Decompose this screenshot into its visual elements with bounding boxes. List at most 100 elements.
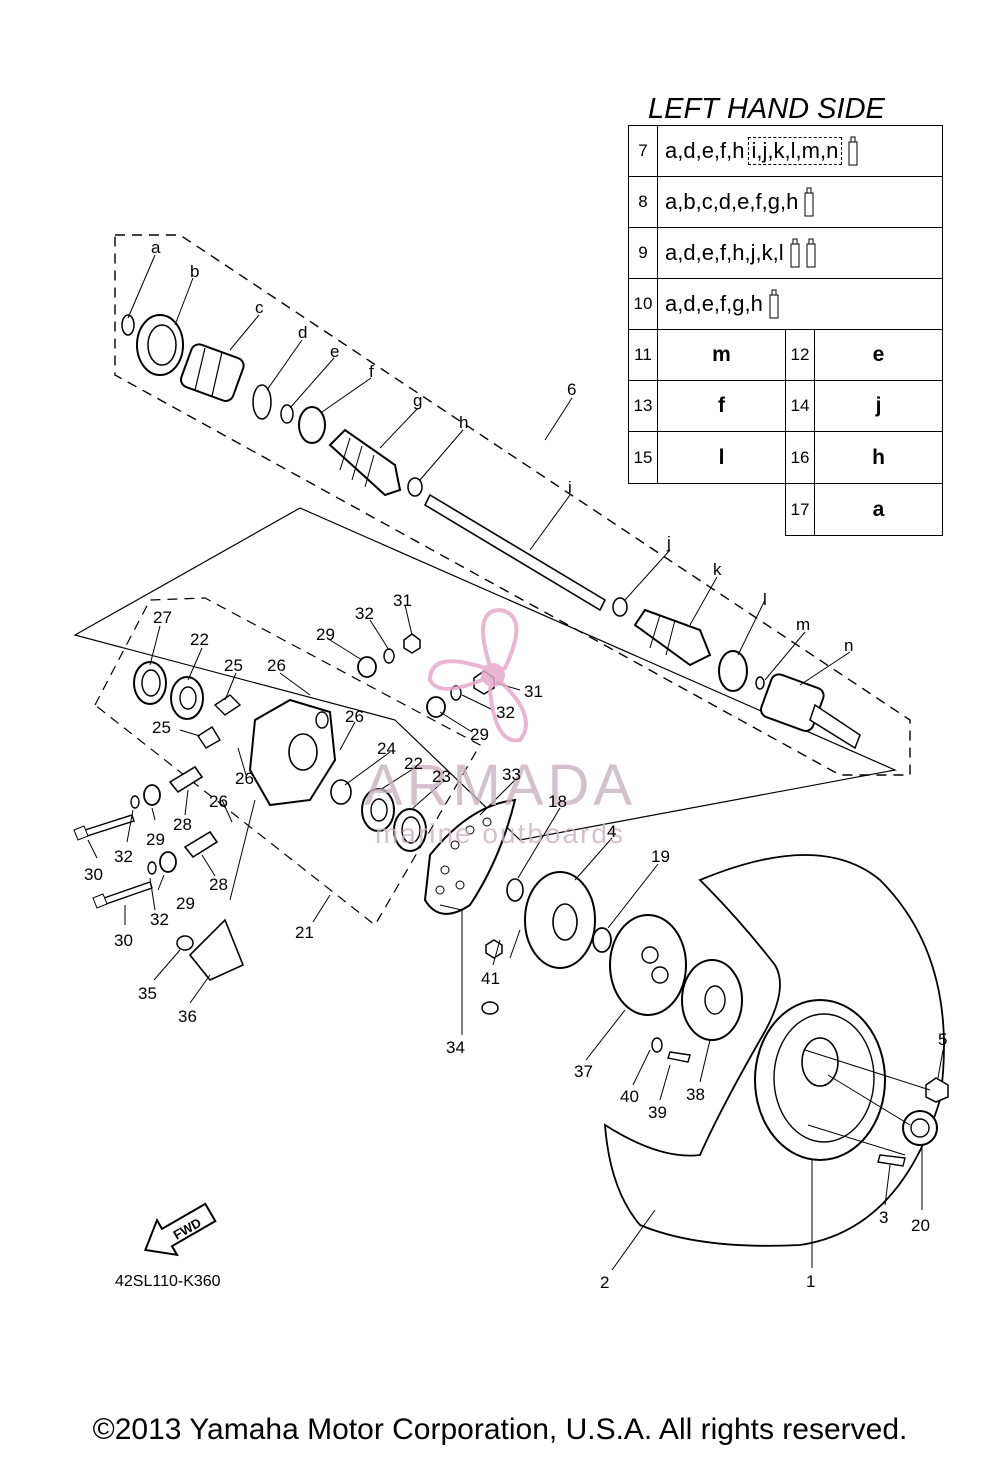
circlip-d [252,384,272,420]
washer-32c [130,795,140,809]
callout-23: 23 [432,767,451,786]
callout-6: 6 [567,380,576,399]
bolt-35 [176,935,194,951]
callout-18: 18 [548,792,567,811]
callout-29b: 29 [470,725,489,744]
grease-tube-icon [848,136,858,166]
grease-nipple-25b [197,726,221,749]
callout-38: 38 [686,1085,705,1104]
o-ring-18 [506,878,524,902]
bolt-34 [481,1001,499,1015]
oil-seal-27 [133,661,167,705]
callout-22b: 22 [404,754,423,773]
grease-nipple-25a [213,694,242,716]
letter-l: l [763,590,767,609]
callout-28a: 28 [173,815,192,834]
watermark-tagline: marine outboards [375,818,625,849]
callout-36: 36 [178,1007,197,1026]
callout-35: 35 [138,984,157,1003]
pair-value: j [875,394,882,417]
kit-row-9: 9 a,d,e,f,h,j,k,l [628,227,943,279]
pair-value: f [718,394,725,417]
pair-cell-15: 15 l [628,431,786,484]
callout-37: 37 [574,1062,593,1081]
pair-value: l [718,445,725,469]
letter-e: e [330,342,339,361]
pair-value: h [872,445,885,469]
washer-32a [383,648,395,664]
callout-30b: 30 [114,931,133,950]
callout-2: 2 [600,1273,609,1292]
pair-number: 11 [629,330,658,380]
oil-seal-23 [393,808,427,852]
letter-h: h [459,413,468,432]
collar-24 [330,779,352,805]
watermark-logo [427,607,528,743]
kit-row-number: 10 [629,279,658,329]
kit-row-parts: a,d,e,f,g,h [665,291,763,316]
bushing-29c [143,784,161,806]
callout-25a: 25 [224,656,243,675]
nut-31a [403,633,421,654]
callout-24: 24 [377,739,396,758]
kit-row-8: 8 a,b,c,d,e,f,g,h [628,176,943,228]
pair-cell-13: 13 f [628,380,786,432]
pair-cell-11: 11 m [628,329,786,381]
hub-flange-37 [609,914,687,1016]
collar-28a [168,765,204,794]
grease-tube-icon [769,289,779,319]
letter-b: b [190,262,199,281]
bolt-39 [667,1051,691,1063]
fwd-arrow-icon: FWD [143,1202,217,1257]
pair-number: 16 [786,432,815,483]
letter-m: m [796,615,810,634]
drive-shaft-assembly-outline [114,234,911,776]
nut-19 [592,927,612,953]
callout-32a: 32 [355,604,374,623]
wheel-cap-20 [902,1110,938,1146]
valve-3 [877,1154,906,1167]
pair-value: a [872,497,885,521]
part-callouts: 1 2 3 4 5 6 18 19 20 21 22 22 23 24 25 2… [84,380,947,1292]
washer-40 [651,1037,663,1053]
copyright-notice: ©2013 Yamaha Motor Corporation, U.S.A. A… [92,1413,908,1446]
bushing-29d [159,851,177,873]
callout-26a: 26 [267,656,286,675]
band-j [612,597,628,617]
callout-32d: 32 [150,910,169,929]
nut-41 [485,939,503,959]
callout-1: 1 [806,1272,815,1291]
callout-29c: 29 [146,830,165,849]
bearing-22b [361,788,395,832]
letter-j: j [666,533,671,552]
boot-g [328,428,402,497]
diagram-code: 42SL110-K360 [115,1273,221,1290]
callout-26d: 26 [209,792,228,811]
pair-number: 12 [786,330,815,380]
callout-26b: 26 [345,707,364,726]
circlip-a [121,314,135,336]
shaft-i [423,493,607,612]
pair-cell-16: 16 h [785,431,943,484]
bracket-36 [188,918,245,981]
kit-row-number: 7 [629,126,658,176]
letter-k: k [713,560,722,579]
pair-value: e [872,343,885,366]
callout-19: 19 [651,847,670,866]
kit-row-10: 10 a,d,e,f,g,h [628,278,943,330]
kit-row-parts: a,d,e,f,h [665,138,745,163]
circlip-m [755,676,765,690]
cv-joint-n [760,673,861,750]
callout-21: 21 [295,923,314,942]
grease-tube-icon [806,238,816,268]
kit-row-number: 8 [629,177,658,227]
callout-20: 20 [911,1216,930,1235]
wheel-1 [754,999,886,1161]
letter-a: a [151,238,161,257]
kit-row-parts: a,b,c,d,e,f,g,h [665,189,799,214]
pair-cell-17: 17 a [785,483,943,536]
pair-number: 14 [786,381,815,431]
cv-joint-c [180,343,245,402]
callout-22a: 22 [190,630,209,649]
